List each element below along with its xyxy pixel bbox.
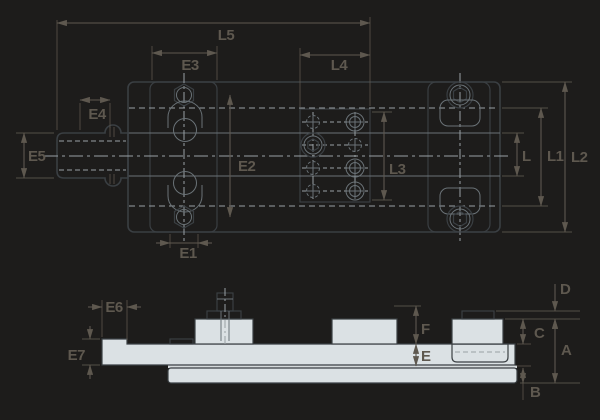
- movable-jaw-top-screw: [446, 81, 474, 109]
- dim-label-C: C: [534, 325, 545, 342]
- base-plate-hatch: [167, 367, 518, 384]
- clamp-block-right: [452, 319, 503, 344]
- dim-L1: L1: [502, 107, 564, 207]
- movable-jaw-bottom-claw: [439, 187, 481, 215]
- dim-E: E: [412, 343, 432, 367]
- dim-B: B: [517, 365, 542, 401]
- dim-label-E1: E1: [179, 245, 197, 262]
- dim-label-E4: E4: [88, 106, 107, 123]
- dim-E3: E3: [151, 46, 218, 80]
- dim-label-L4: L4: [331, 57, 349, 74]
- dim-label-E2: E2: [238, 158, 256, 175]
- threaded-hole: [306, 184, 320, 198]
- dim-label-L: L: [522, 148, 531, 165]
- dim-label-F: F: [421, 321, 430, 338]
- counterbored-hole: [345, 112, 365, 132]
- base-plate: [168, 368, 517, 383]
- dim-E6: E6: [88, 299, 141, 340]
- plate-hole-grid: [300, 112, 368, 201]
- dim-label-E5: E5: [28, 148, 46, 165]
- dim-label-B: B: [530, 384, 541, 401]
- parallel-plate: [169, 338, 194, 345]
- dim-A: A: [520, 318, 580, 384]
- dim-L: L: [502, 132, 532, 177]
- dim-label-L1: L1: [547, 148, 564, 165]
- clamp-block-left: [195, 319, 253, 344]
- dim-label-L3: L3: [389, 161, 406, 178]
- dim-E2: E2: [226, 94, 256, 218]
- dim-E1: E1: [156, 234, 212, 262]
- movable-jaw-top-claw: [439, 99, 481, 127]
- dim-L5: L5: [56, 17, 371, 130]
- plate-seam: [168, 365, 517, 368]
- dim-E4: E4: [79, 96, 111, 130]
- counterbored-hole: [345, 158, 365, 178]
- dim-C: C: [517, 318, 546, 345]
- spindle: [56, 124, 129, 187]
- socket-screw: [300, 132, 326, 158]
- dim-E5: E5: [16, 132, 54, 179]
- fixed-jaw-bottom-nut: [173, 205, 195, 229]
- side-view: E6 E7 F E D C: [68, 281, 580, 401]
- t-nut-pocket: [451, 343, 509, 363]
- dim-L3: L3: [372, 111, 406, 201]
- dim-F: F: [394, 305, 431, 345]
- clamp-block-middle-hatch: [331, 318, 398, 345]
- dim-D: D: [496, 281, 580, 329]
- dim-label-E6: E6: [105, 299, 123, 316]
- movable-jaw-bottom-screw: [446, 205, 474, 233]
- threaded-hole: [306, 115, 320, 129]
- dim-label-L5: L5: [218, 27, 235, 44]
- dim-label-E: E: [421, 348, 431, 365]
- clamp-block-middle: [332, 319, 397, 344]
- dim-E7: E7: [68, 326, 100, 379]
- threaded-hole: [306, 161, 320, 175]
- dim-label-A: A: [561, 342, 572, 359]
- dim-label-L2: L2: [571, 149, 588, 166]
- dim-label-E3: E3: [181, 57, 199, 74]
- dim-L2: L2: [502, 81, 588, 233]
- dim-label-D: D: [560, 281, 571, 298]
- counterbored-hole: [345, 181, 365, 201]
- clamp-tab: [461, 310, 495, 320]
- dim-label-E7: E7: [68, 347, 86, 364]
- top-view: L5 E3 L4 E4 E5 E2: [16, 17, 588, 262]
- dim-L4: L4: [299, 48, 371, 107]
- threaded-hole: [348, 138, 362, 152]
- fixed-jaw-top-nut: [173, 83, 195, 107]
- clamp-washer: [206, 310, 242, 320]
- fixed-jaw-top-claw: [167, 100, 203, 142]
- rail-plate: [102, 339, 515, 365]
- fixed-jaw-bottom-claw: [167, 171, 203, 213]
